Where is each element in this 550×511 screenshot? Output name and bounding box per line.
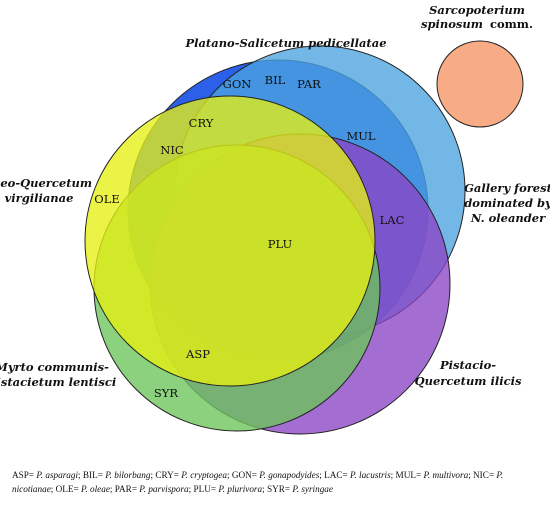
myrto-pistacietum-label-line2: Pistacietum lentisci [0,375,116,389]
gallery-forest-label-line1: Gallery forest [464,181,550,195]
legend-species: P. oleae [81,484,110,494]
legend-species: P. parvispora [139,484,189,494]
legend-species: P. plurivora [218,484,263,494]
species-label-gon: GON [223,77,252,91]
legend-item: BIL= P. bilorbang [82,470,151,480]
legend-item: CRY= P. cryptogea [155,470,227,480]
legend-species: P. nicotianae [12,470,504,494]
species-label-nic: NIC [160,143,184,157]
species-label-bil: BIL [265,73,286,87]
oleo-quercetum-label-line1: Oleo-Quercetum [0,176,92,190]
legend-item: LAC= P. lacustris [324,470,391,480]
legend-species: P. gonapodyides [259,470,320,480]
species-label-cry: CRY [189,116,214,130]
legend-abbr: PAR [114,484,132,494]
legend-item: ASP= P. asparagi [12,470,79,480]
legend-abbr: MUL [395,470,416,480]
species-label-ole: OLE [94,192,119,206]
sarcopoterium-circle [436,40,524,128]
sarcopoterium-label-line1: Sarcopoterium [429,3,525,17]
legend-abbr: PLU [193,484,211,494]
legend-species: P. syringae [292,484,333,494]
oleo-quercetum-circle [84,95,376,387]
species-label-plu: PLU [268,237,293,251]
legend-item: OLE= P. oleae [55,484,110,494]
species-label-syr: SYR [154,386,178,400]
sarcopoterium-comm-text: comm. [490,17,533,31]
oleo-quercetum-label-line2: virgilianae [5,191,74,205]
legend-abbr: ASP [12,470,29,480]
gallery-forest-label-line2: dominated by [464,196,550,210]
species-label-par: PAR [297,77,321,91]
species-label-lac: LAC [380,213,405,227]
legend-abbr: CRY [155,470,174,480]
legend-item: PLU= P. plurivora [193,484,263,494]
sarcopoterium-label-line2: spinosum comm. [421,17,533,31]
legend-item: PAR= P. parvispora [114,484,189,494]
legend-item: SYR= P. syringae [266,484,333,494]
legend-abbr: OLE [55,484,74,494]
legend-abbr: NIC [473,470,489,480]
pistacio-quercetum-label-line2: Quercetum ilicis [415,374,522,388]
legend-species: P. multivora [423,470,469,480]
abbreviation-legend: ASP= P. asparagi; BIL= P. bilorbang; CRY… [12,470,504,494]
sarcopoterium-species-text: spinosum [421,17,483,31]
legend-item: MUL= P. multivora [395,470,469,480]
legend-species: P. cryptogea [181,470,227,480]
legend-species: P. lacustris [350,470,391,480]
platano-salicetum-label: Platano-Salicetum pedicellatae [184,36,386,50]
myrto-pistacietum-label-line1: Myrto communis- [0,360,109,374]
pistacio-quercetum-label-line1: Pistacio- [439,358,496,372]
legend-species: P. asparagi [36,470,79,480]
species-label-asp: ASP [185,347,210,361]
gallery-forest-label-line3: N. oleander [470,211,546,225]
legend-abbr: BIL [82,470,98,480]
legend-abbr: LAC [324,470,343,480]
legend-item: NIC= P. nicotianae [12,470,504,494]
legend-item: GON= P. gonapodyides [231,470,320,480]
legend-abbr: GON [231,470,252,480]
species-label-mul: MUL [346,129,375,143]
legend-species: P. bilorbang [105,470,151,480]
legend-abbr: SYR [266,484,285,494]
